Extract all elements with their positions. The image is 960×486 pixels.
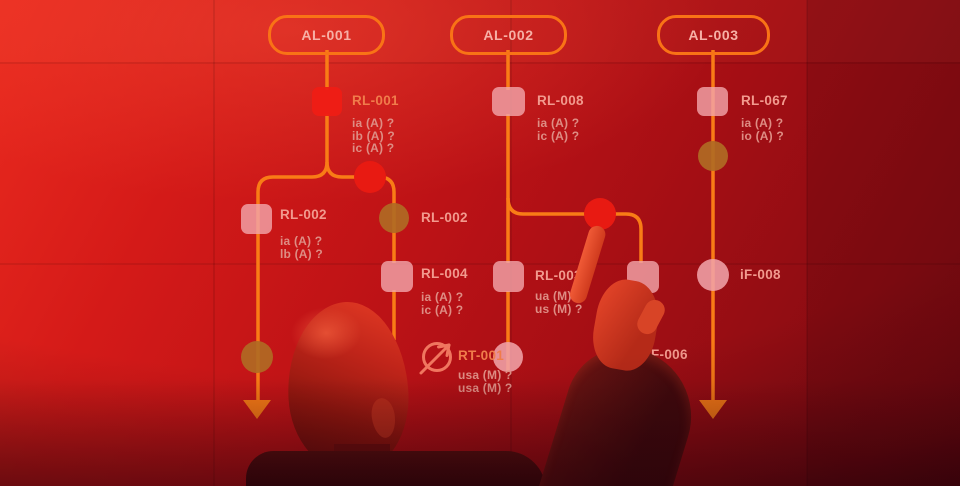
attr-line: ia (A) ? <box>421 290 464 304</box>
disconnector-icon[interactable] <box>415 335 459 379</box>
feeder-pill-al002[interactable]: AL-002 <box>450 15 567 55</box>
breaker-rl008[interactable] <box>492 87 525 116</box>
attr-line: ic (A) ? <box>352 141 395 155</box>
node-attrs-rl002: ia (A) ? lb (A) ? <box>280 235 323 260</box>
connector <box>506 197 643 263</box>
attr-line: ia (A) ? <box>280 234 323 248</box>
status-node-olive[interactable] <box>241 341 273 373</box>
attr-line: ia (A) ? <box>537 116 580 130</box>
node-attrs-rl004: ia (A) ? ic (A) ? <box>421 291 463 316</box>
node-label-rl002: RL-002 <box>280 207 327 222</box>
breaker-rl004[interactable] <box>381 261 413 292</box>
junction-node-red-touched[interactable] <box>584 198 616 230</box>
attr-line: usa (M) ? <box>458 380 513 395</box>
breaker-f006[interactable] <box>627 261 659 293</box>
attr-line: usa (M) ? <box>458 368 513 382</box>
node-label-rl002-marker: RL-002 <box>421 210 468 225</box>
node-attrs-rl001: ia (A) ? ib (A) ? ic (A) ? <box>352 117 395 155</box>
status-node-if008[interactable] <box>697 259 729 291</box>
status-node-olive[interactable] <box>698 141 728 171</box>
breaker-rl067[interactable] <box>697 87 728 116</box>
junction-node-red[interactable] <box>354 161 386 193</box>
feeder-arrow <box>243 400 271 419</box>
breaker-rl003[interactable] <box>493 261 524 292</box>
node-label-rl004: RL-004 <box>421 266 468 281</box>
node-attrs-rl067: ia (A) ? io (A) ? <box>741 117 784 142</box>
breaker-rl002[interactable] <box>241 204 272 234</box>
node-label-rl001: RL-001 <box>352 93 399 108</box>
node-label-if008: iF-008 <box>740 267 781 282</box>
attr-line: ic (A) ? <box>537 128 580 143</box>
attr-line: io (A) ? <box>741 128 784 143</box>
feeder-arrow <box>699 400 727 419</box>
breaker-rl001[interactable] <box>312 87 342 116</box>
node-label-rl003: RL-003 <box>535 268 582 283</box>
node-attrs-rl008: ia (A) ? ic (A) ? <box>537 117 579 142</box>
attr-line: ua (M) ? <box>535 289 583 303</box>
attr-line: lb (A) ? <box>280 246 323 261</box>
node-attrs-rl003: ua (M) ? us (M) ? <box>535 290 583 315</box>
attr-line: ia (A) ? <box>352 116 395 130</box>
node-label-rt001: RT-001 <box>458 348 505 363</box>
feeder-pill-al003[interactable]: AL-003 <box>657 15 770 55</box>
feeder-pill-al001[interactable]: AL-001 <box>268 15 385 55</box>
node-attrs-rt001: usa (M) ? usa (M) ? <box>458 369 512 394</box>
node-label-f006: F-006 <box>651 347 688 362</box>
attr-line: ic (A) ? <box>421 302 464 317</box>
status-node-rl002[interactable] <box>379 203 409 233</box>
node-label-rl067: RL-067 <box>741 93 788 108</box>
attr-line: ia (A) ? <box>741 116 784 130</box>
attr-line: us (M) ? <box>535 301 583 316</box>
node-label-rl008: RL-008 <box>537 93 584 108</box>
